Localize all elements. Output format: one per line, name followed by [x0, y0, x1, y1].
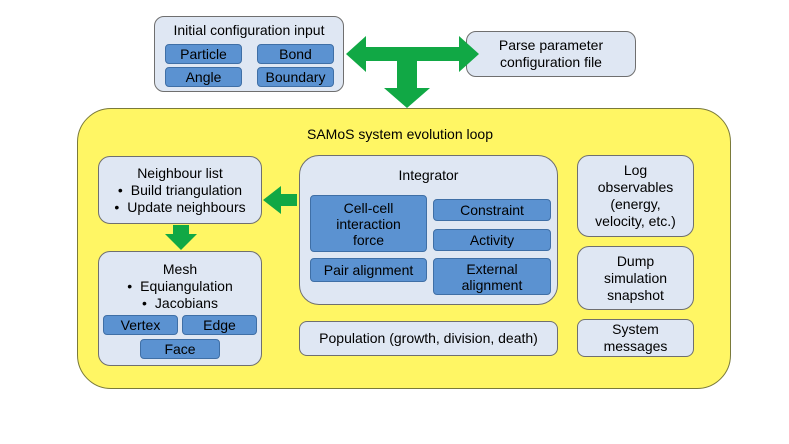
mesh-item: Equiangulation	[127, 278, 233, 295]
messages-line: messages	[603, 338, 668, 354]
chip-bond: Bond	[257, 44, 334, 64]
external-alignment-chip: External alignment	[433, 258, 551, 295]
constraint-chip: Constraint	[433, 199, 551, 221]
mesh-title: Mesh	[162, 261, 198, 277]
parse-config-line2: configuration file	[500, 54, 602, 70]
integrator-title: Integrator	[398, 167, 459, 183]
log-line: (energy,	[610, 196, 661, 212]
neighbour-list-title: Neighbour list	[137, 164, 223, 181]
chip-vertex: Vertex	[103, 315, 178, 335]
dump-line: Dump	[616, 252, 655, 269]
parse-config-line1: Parse parameter	[498, 37, 604, 53]
dump-snapshot-box: Dump simulation snapshot	[577, 246, 694, 310]
cell-cell-force-chip: Cell-cell interaction force	[310, 195, 427, 252]
chip-face: Face	[140, 339, 220, 359]
chip-angle: Angle	[165, 67, 242, 87]
log-line: Log	[623, 162, 648, 178]
dump-line: snapshot	[607, 286, 664, 303]
messages-line: System	[612, 321, 659, 337]
cell-force-line: interaction	[336, 215, 401, 232]
system-messages-box: System messages	[577, 319, 694, 357]
neighbour-list-box: Neighbour list Build triangulation Updat…	[98, 156, 262, 224]
dump-line: simulation	[603, 269, 668, 286]
neighbour-list-item: Build triangulation	[114, 182, 245, 199]
chip-boundary: Boundary	[257, 67, 334, 87]
arrow-down-icon	[165, 225, 197, 250]
pair-alignment-chip: Pair alignment	[310, 258, 427, 282]
parse-config-box: Parse parameter configuration file	[466, 31, 636, 77]
chip-particle: Particle	[165, 44, 242, 64]
neighbour-list-item: Update neighbours	[114, 199, 245, 216]
arrow-left-icon	[263, 186, 297, 214]
log-line: observables	[597, 179, 674, 195]
external-alignment-line: alignment	[461, 276, 523, 293]
mesh-item: Jacobians	[127, 295, 233, 312]
cell-force-line: force	[352, 231, 385, 248]
activity-chip: Activity	[433, 229, 551, 251]
evolution-loop-title: SAMoS system evolution loop	[307, 126, 493, 142]
chip-edge: Edge	[182, 315, 257, 335]
double-arrow-down-branch-icon	[346, 36, 479, 108]
config-input-title: Initial configuration input	[173, 22, 325, 38]
cell-force-line: Cell-cell	[343, 199, 394, 216]
log-line: velocity, etc.)	[595, 213, 676, 229]
external-alignment-line: External	[466, 260, 518, 277]
log-observables-box: Log observables (energy, velocity, etc.)	[577, 155, 694, 237]
population-box: Population (growth, division, death)	[299, 321, 558, 356]
